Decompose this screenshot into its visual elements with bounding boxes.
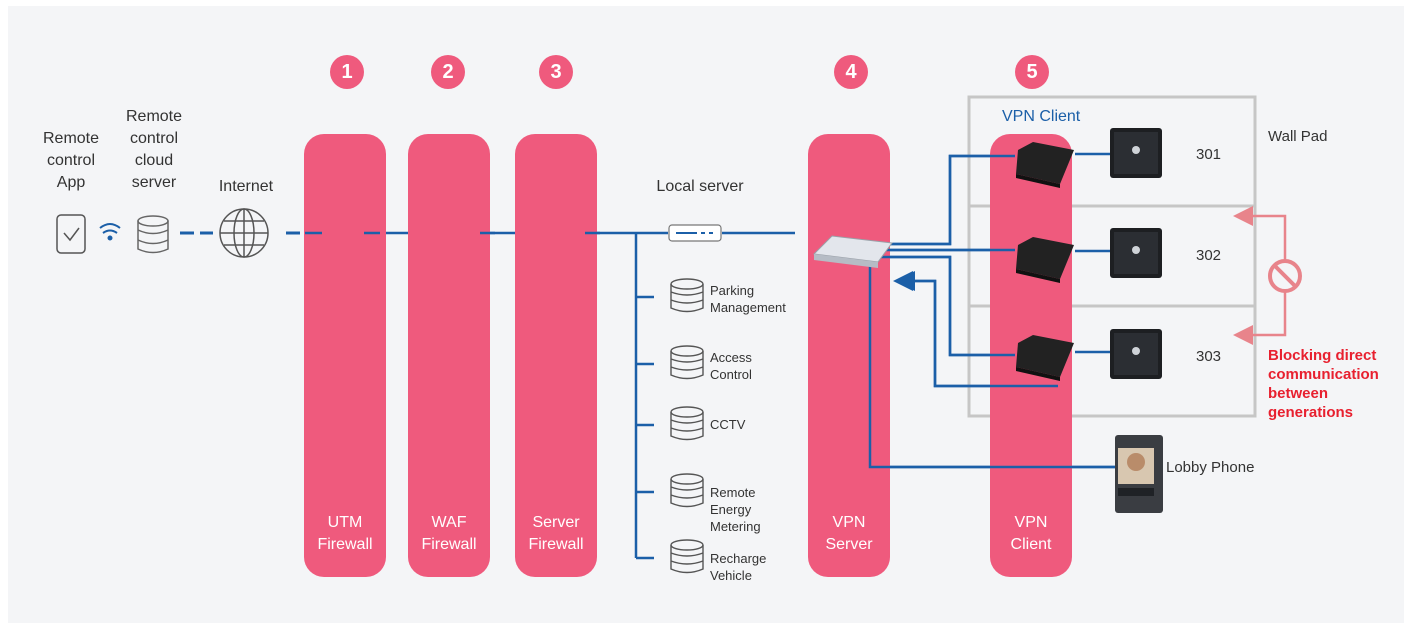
badge-1: 1: [330, 55, 364, 89]
badge-4: 4: [834, 55, 868, 89]
local-item-access: Access Control: [710, 349, 752, 383]
blocking-note: Blocking direct communication between ge…: [1268, 346, 1379, 422]
wall-pads: [1110, 128, 1162, 379]
lobby-phone-icon: [1115, 435, 1163, 513]
vpn-client-title: VPN Client: [1002, 106, 1080, 127]
wall-pad-icon-2: [1110, 228, 1162, 278]
remote-app-label: Remote control App: [26, 128, 116, 194]
local-item-parking: Parking Management: [710, 282, 786, 316]
local-item-energy: Remote Energy Metering: [710, 484, 761, 535]
local-server-title: Local server: [630, 176, 770, 198]
unit-303-label: 303: [1196, 346, 1221, 367]
cloud-server-label: Remote control cloud server: [114, 106, 194, 194]
lobby-phone-label: Lobby Phone: [1166, 457, 1254, 478]
wall-pad-icon-3: [1110, 329, 1162, 379]
unit-301-label: 301: [1196, 144, 1221, 165]
vpn-client-device-icon-1: [1016, 142, 1074, 188]
vpn-server-device-icon: [814, 236, 892, 268]
local-item-recharge: Recharge Vehicle: [710, 550, 766, 584]
local-item-cctv: CCTV: [710, 416, 745, 433]
wall-pad-label: Wall Pad: [1268, 126, 1327, 147]
unit-302-label: 302: [1196, 245, 1221, 266]
badge-2: 2: [431, 55, 465, 89]
vpn-client-device-icon-2: [1016, 237, 1074, 283]
vpn-client-devices: [1016, 142, 1074, 381]
badge-5: 5: [1015, 55, 1049, 89]
vpn-client-device-icon-3: [1016, 335, 1074, 381]
internet-label: Internet: [206, 176, 286, 198]
badge-3: 3: [539, 55, 573, 89]
wall-pad-icon-1: [1110, 128, 1162, 178]
